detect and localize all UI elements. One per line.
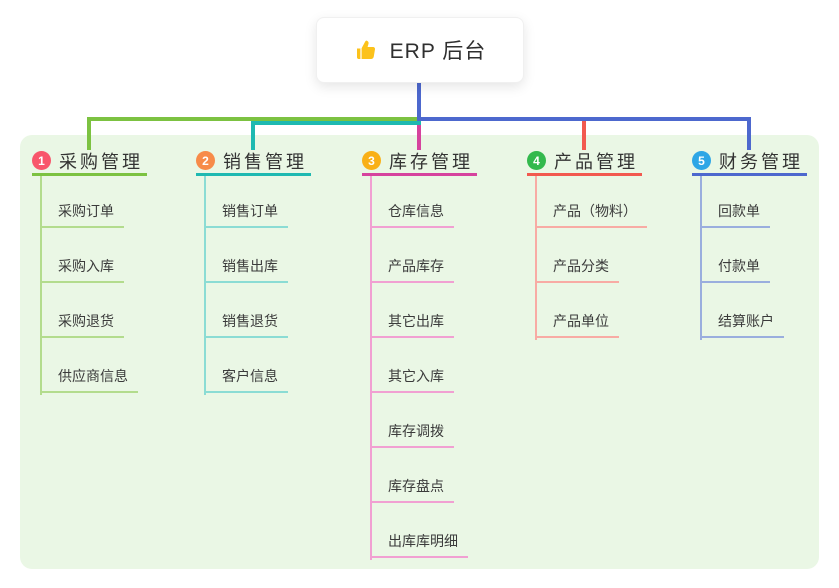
connector-root — [417, 81, 421, 121]
child-item[interactable]: 采购退货 — [40, 312, 124, 338]
child-item[interactable]: 仓库信息 — [370, 202, 454, 228]
branch-badge: 5 — [692, 151, 711, 170]
branch-childline-finance — [700, 176, 702, 340]
child-item[interactable]: 回款单 — [700, 202, 770, 228]
thumbs-up-icon — [354, 38, 378, 62]
child-item[interactable]: 其它入库 — [370, 367, 454, 393]
branch-badge: 1 — [32, 151, 51, 170]
branch-childline-sales — [204, 176, 206, 395]
branch-childline-product — [535, 176, 537, 340]
connector-purchase-drop — [87, 117, 91, 150]
child-item[interactable]: 采购入库 — [40, 257, 124, 283]
branch-title-label: 销售管理 — [223, 151, 307, 172]
child-item[interactable]: 出库库明细 — [370, 532, 468, 558]
child-item[interactable]: 库存调拨 — [370, 422, 454, 448]
branch-badge: 3 — [362, 151, 381, 170]
connector-product — [582, 119, 586, 150]
branch-childline-inventory — [370, 176, 372, 560]
child-item[interactable]: 产品（物料） — [535, 202, 647, 228]
branch-title-sales[interactable]: 2 销售管理 — [196, 150, 311, 176]
child-item[interactable]: 销售订单 — [204, 202, 288, 228]
branch-title-label: 库存管理 — [389, 151, 473, 172]
branch-title-label: 财务管理 — [719, 151, 803, 172]
branch-badge: 4 — [527, 151, 546, 170]
child-item[interactable]: 产品分类 — [535, 257, 619, 283]
child-item[interactable]: 付款单 — [700, 257, 770, 283]
root-label: ERP 后台 — [389, 40, 487, 63]
branch-title-label: 采购管理 — [59, 151, 143, 172]
connector-sales — [251, 121, 421, 125]
connector-finance-drop — [747, 117, 751, 150]
branches-panel — [20, 135, 819, 569]
child-item[interactable]: 产品库存 — [370, 257, 454, 283]
branch-badge: 2 — [196, 151, 215, 170]
child-item[interactable]: 销售出库 — [204, 257, 288, 283]
child-item[interactable]: 采购订单 — [40, 202, 124, 228]
branch-title-label: 产品管理 — [554, 151, 638, 172]
branch-title-purchase[interactable]: 1 采购管理 — [32, 150, 147, 176]
branch-title-finance[interactable]: 5 财务管理 — [692, 150, 807, 176]
child-item[interactable]: 供应商信息 — [40, 367, 138, 393]
branch-title-product[interactable]: 4 产品管理 — [527, 150, 642, 176]
child-item[interactable]: 客户信息 — [204, 367, 288, 393]
child-item[interactable]: 销售退货 — [204, 312, 288, 338]
root-node[interactable]: ERP 后台 — [316, 17, 524, 83]
connector-finance — [417, 117, 751, 121]
connector-sales-drop — [251, 121, 255, 150]
branch-childline-purchase — [40, 176, 42, 395]
child-item[interactable]: 结算账户 — [700, 312, 784, 338]
connector-purchase — [87, 117, 421, 121]
connector-inventory — [417, 119, 421, 150]
child-item[interactable]: 其它出库 — [370, 312, 454, 338]
child-item[interactable]: 产品单位 — [535, 312, 619, 338]
child-item[interactable]: 库存盘点 — [370, 477, 454, 503]
branch-title-inventory[interactable]: 3 库存管理 — [362, 150, 477, 176]
